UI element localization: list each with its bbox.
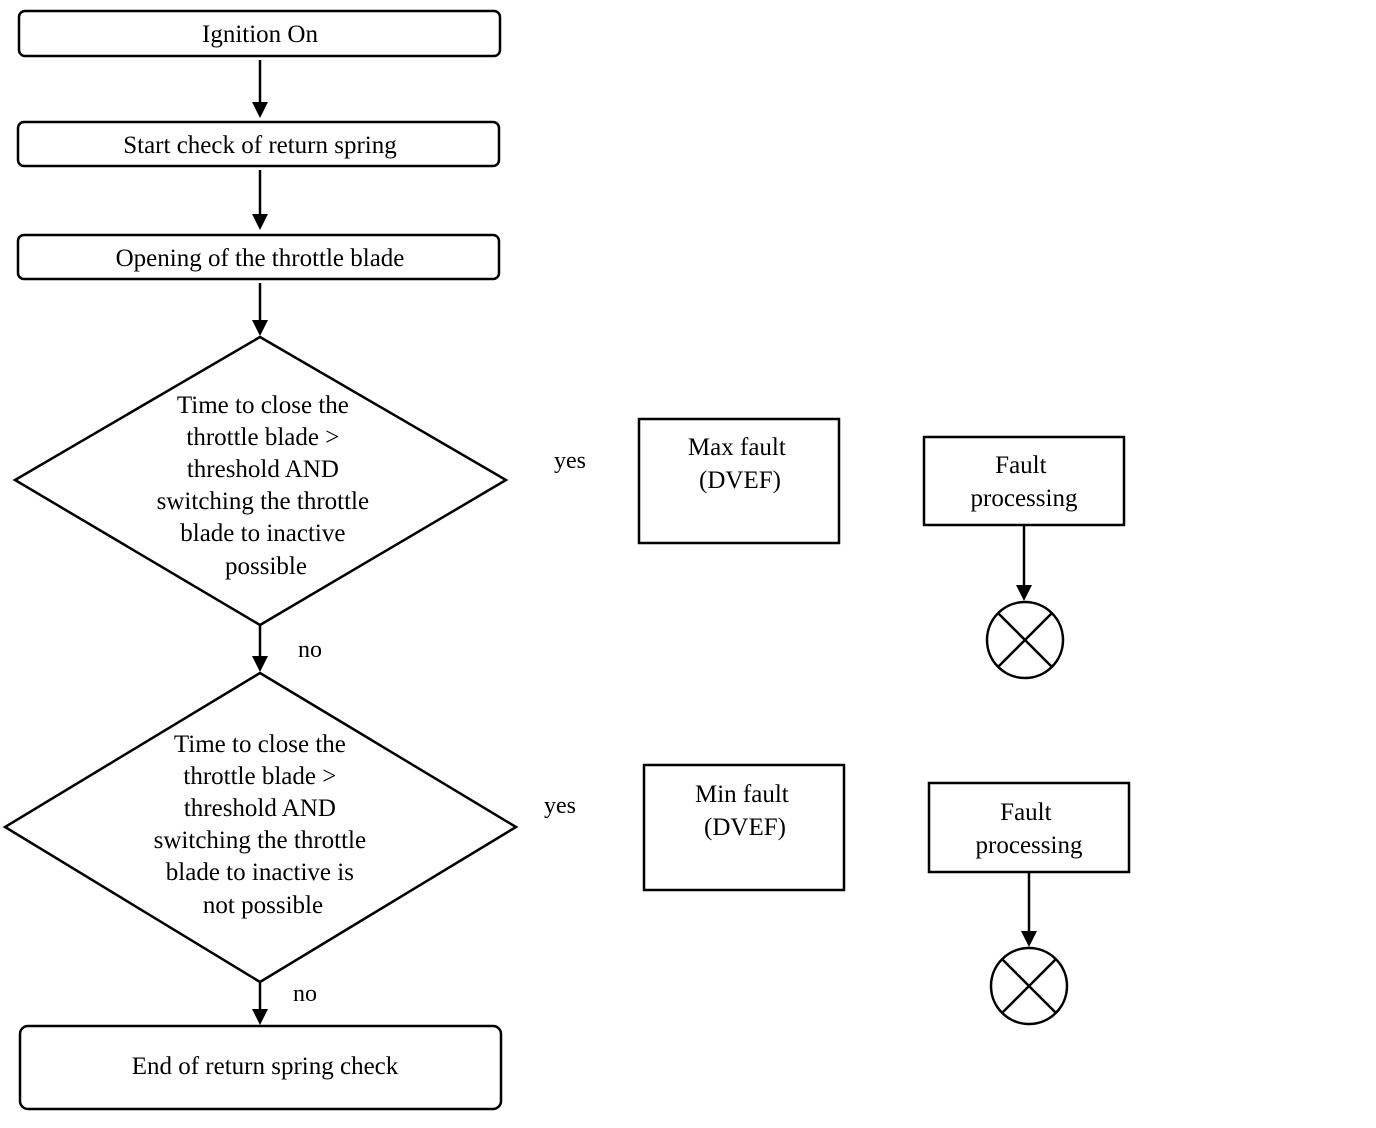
decision-min-line: throttle blade > <box>183 763 336 790</box>
min-fault-line: (DVEF) <box>704 814 786 841</box>
max-fault-box <box>637 417 841 545</box>
fault-processing-line: Fault <box>995 452 1046 479</box>
min-fault-label: Min fault (DVEF) <box>695 781 795 841</box>
decision-max-line: switching the throttle <box>157 488 369 515</box>
fault-processing-line: Fault <box>1000 799 1051 826</box>
start-check-box <box>16 120 501 168</box>
fault-processing-label: Fault processing <box>976 799 1083 859</box>
end-check-label: End of return spring check <box>132 1053 399 1080</box>
decision-min-line: switching the throttle <box>154 827 366 854</box>
decision-min-line: blade to inactive is <box>166 859 354 886</box>
min-fault-line: Min fault <box>695 781 789 808</box>
opening-blade-label: Opening of the throttle blade <box>116 245 405 272</box>
end-check-box <box>18 1024 503 1111</box>
decision-max-line: possible <box>225 553 307 580</box>
opening-blade-box <box>16 233 501 281</box>
terminator-x-icon <box>989 946 1069 1026</box>
decision-min-diamond <box>2 671 519 984</box>
decision-max-line: threshold AND <box>187 456 339 483</box>
decision-max-diamond <box>12 335 509 627</box>
decision-max-line: Time to close the <box>177 392 349 419</box>
min-fault-box <box>642 763 846 892</box>
arrowhead-icon <box>1016 585 1032 601</box>
arrowhead-icon <box>1021 931 1037 947</box>
fault-processing-line: processing <box>971 485 1078 512</box>
decision-max-line: blade to inactive <box>180 520 345 547</box>
fault-processing-line: processing <box>976 832 1083 859</box>
decision-min-line: Time to close the <box>174 731 346 758</box>
ignition-on-label: Ignition On <box>202 21 318 48</box>
start-check-label: Start check of return spring <box>123 132 397 159</box>
edge-label-yes: yes <box>544 793 576 819</box>
max-fault-label: Max fault (DVEF) <box>688 434 792 494</box>
ignition-on-box <box>17 9 502 58</box>
edge-label-no: no <box>293 981 317 1007</box>
edge-label-yes: yes <box>554 448 586 474</box>
arrowhead-icon <box>252 656 268 672</box>
decision-min-line: threshold AND <box>184 795 336 822</box>
arrowhead-icon <box>252 1009 268 1025</box>
terminator-x-icon <box>985 600 1065 680</box>
arrowhead-icon <box>252 214 268 230</box>
decision-min-line: not possible <box>203 892 323 919</box>
fault-processing-box <box>922 435 1126 527</box>
decision-min-label: Time to close the throttle blade > thres… <box>154 731 373 919</box>
max-fault-line: (DVEF) <box>699 467 781 494</box>
decision-max-label: Time to close the throttle blade > thres… <box>157 392 376 580</box>
arrowhead-icon <box>252 102 268 118</box>
fault-processing-label: Fault processing <box>971 452 1078 512</box>
max-fault-line: Max fault <box>688 434 786 461</box>
fault-processing-box <box>927 781 1131 874</box>
edge-label-no: no <box>298 637 322 663</box>
arrowhead-icon <box>252 320 268 336</box>
decision-max-line: throttle blade > <box>186 424 339 451</box>
